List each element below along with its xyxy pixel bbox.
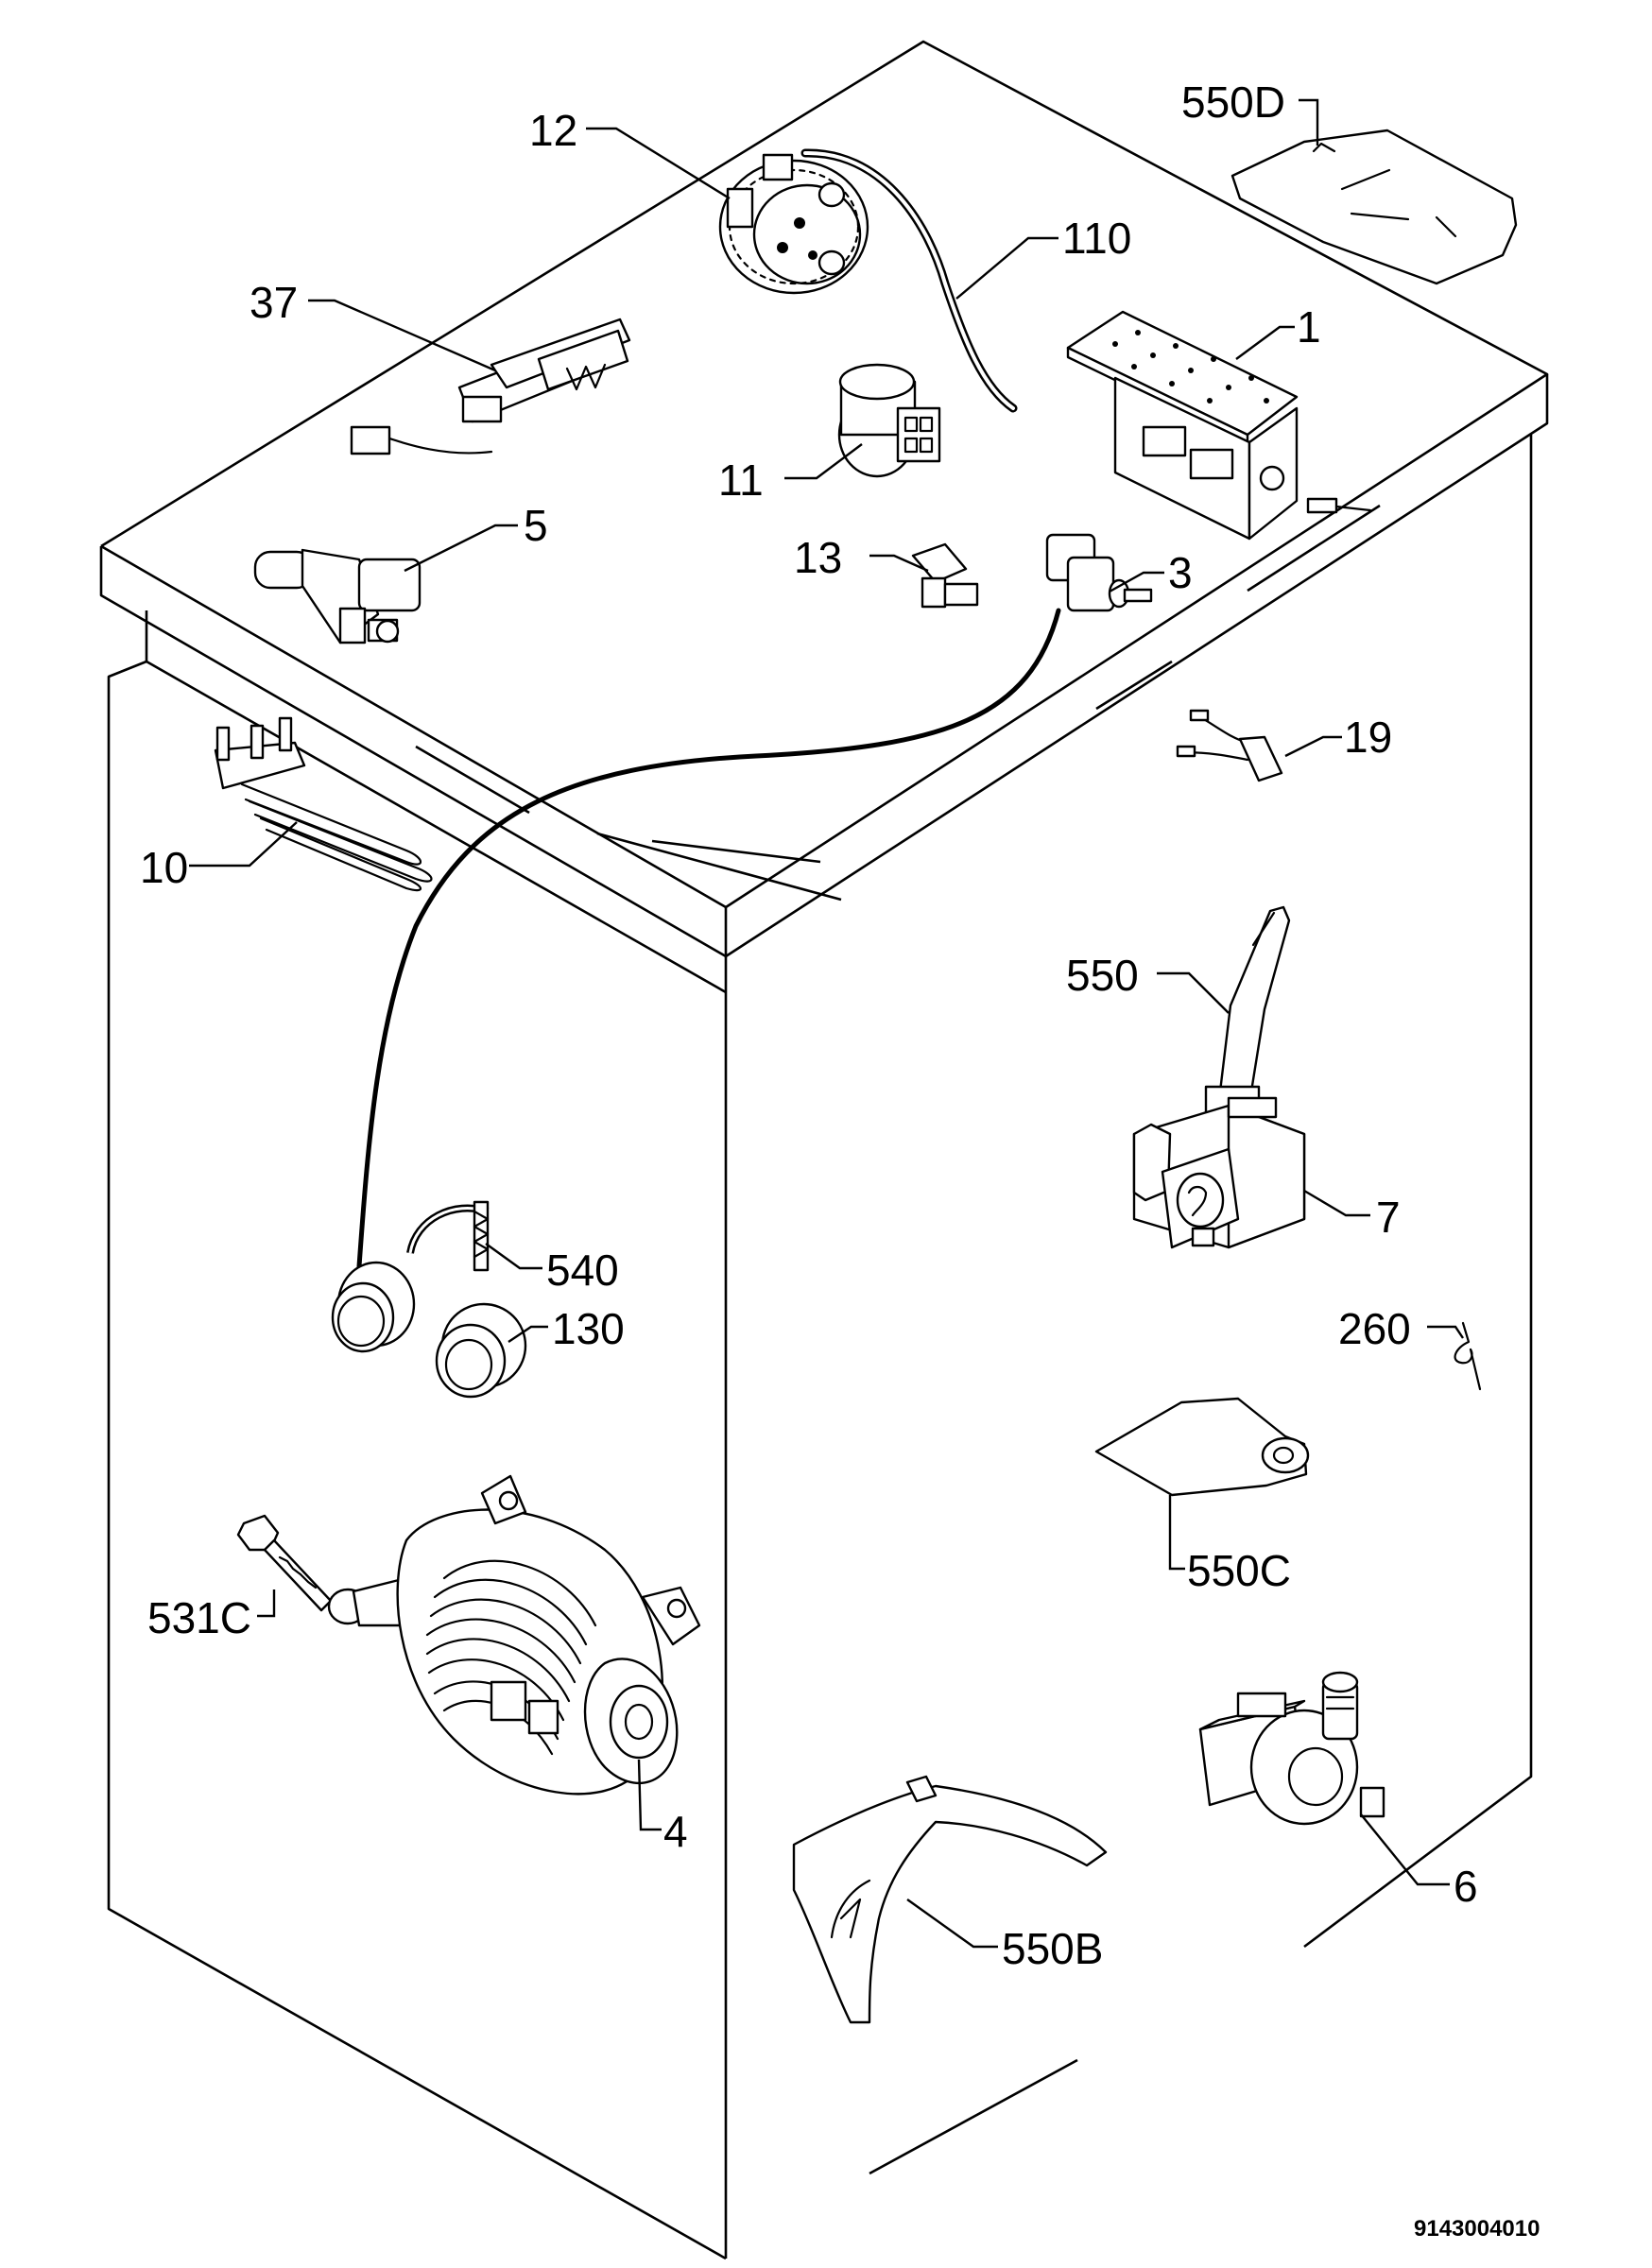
callout-7: 7 [1376,1193,1401,1242]
switch-cable [356,608,1061,1269]
door-lock-7 [1132,1096,1306,1249]
connector-13 [911,542,979,609]
callout-labels: 550D 12 110 1 37 11 5 13 3 19 10 550 7 5… [140,77,1478,1973]
callout-12: 12 [529,106,577,155]
heating-element-10 [214,716,433,892]
capacitor-11 [837,363,941,478]
terminal-block-37 [350,318,631,455]
callout-550d: 550D [1181,77,1285,127]
temperature-sensor-19 [1176,709,1283,782]
document-number: 9143004010 [1414,2216,1540,2242]
pressure-switch-12 [718,153,869,295]
callout-110: 110 [1062,214,1131,263]
grommet-130 [435,1302,527,1399]
callout-10: 10 [140,843,188,892]
callout-550: 550 [1066,951,1139,1000]
callout-130: 130 [552,1304,625,1353]
cover-550b [792,1775,1108,2024]
lever-550 [1204,905,1291,1126]
callout-550c: 550C [1187,1546,1291,1595]
cover-plate-550d [1230,129,1518,285]
callout-5: 5 [524,501,548,550]
callout-19: 19 [1344,713,1392,762]
inlet-valve-5 [253,548,422,644]
callout-1: 1 [1297,302,1321,352]
callout-550b: 550B [1002,1924,1103,1973]
callout-37: 37 [250,278,298,327]
selector-switch-3 [1045,533,1153,612]
callout-13: 13 [794,533,842,582]
callout-540: 540 [546,1246,619,1295]
drive-motor-4 [327,1474,701,1796]
callout-260: 260 [1338,1304,1411,1353]
bracket-550c [1094,1397,1310,1497]
timer-vent-dots [1112,330,1269,404]
hose-clamp-540 [406,1200,490,1272]
drain-pump-6 [1198,1671,1385,1826]
spring-260 [1454,1321,1482,1391]
callout-531c: 531C [147,1593,251,1642]
bolt-531c [236,1514,333,1612]
cable-grommet [331,1261,416,1353]
leader-lines [189,98,1464,1949]
callout-6: 6 [1454,1862,1478,1911]
callout-11: 11 [718,455,764,505]
callout-3: 3 [1168,548,1193,597]
callout-4: 4 [663,1807,688,1856]
timer-programmer-1 [1066,310,1372,541]
cabinet-outline [99,40,1549,2260]
